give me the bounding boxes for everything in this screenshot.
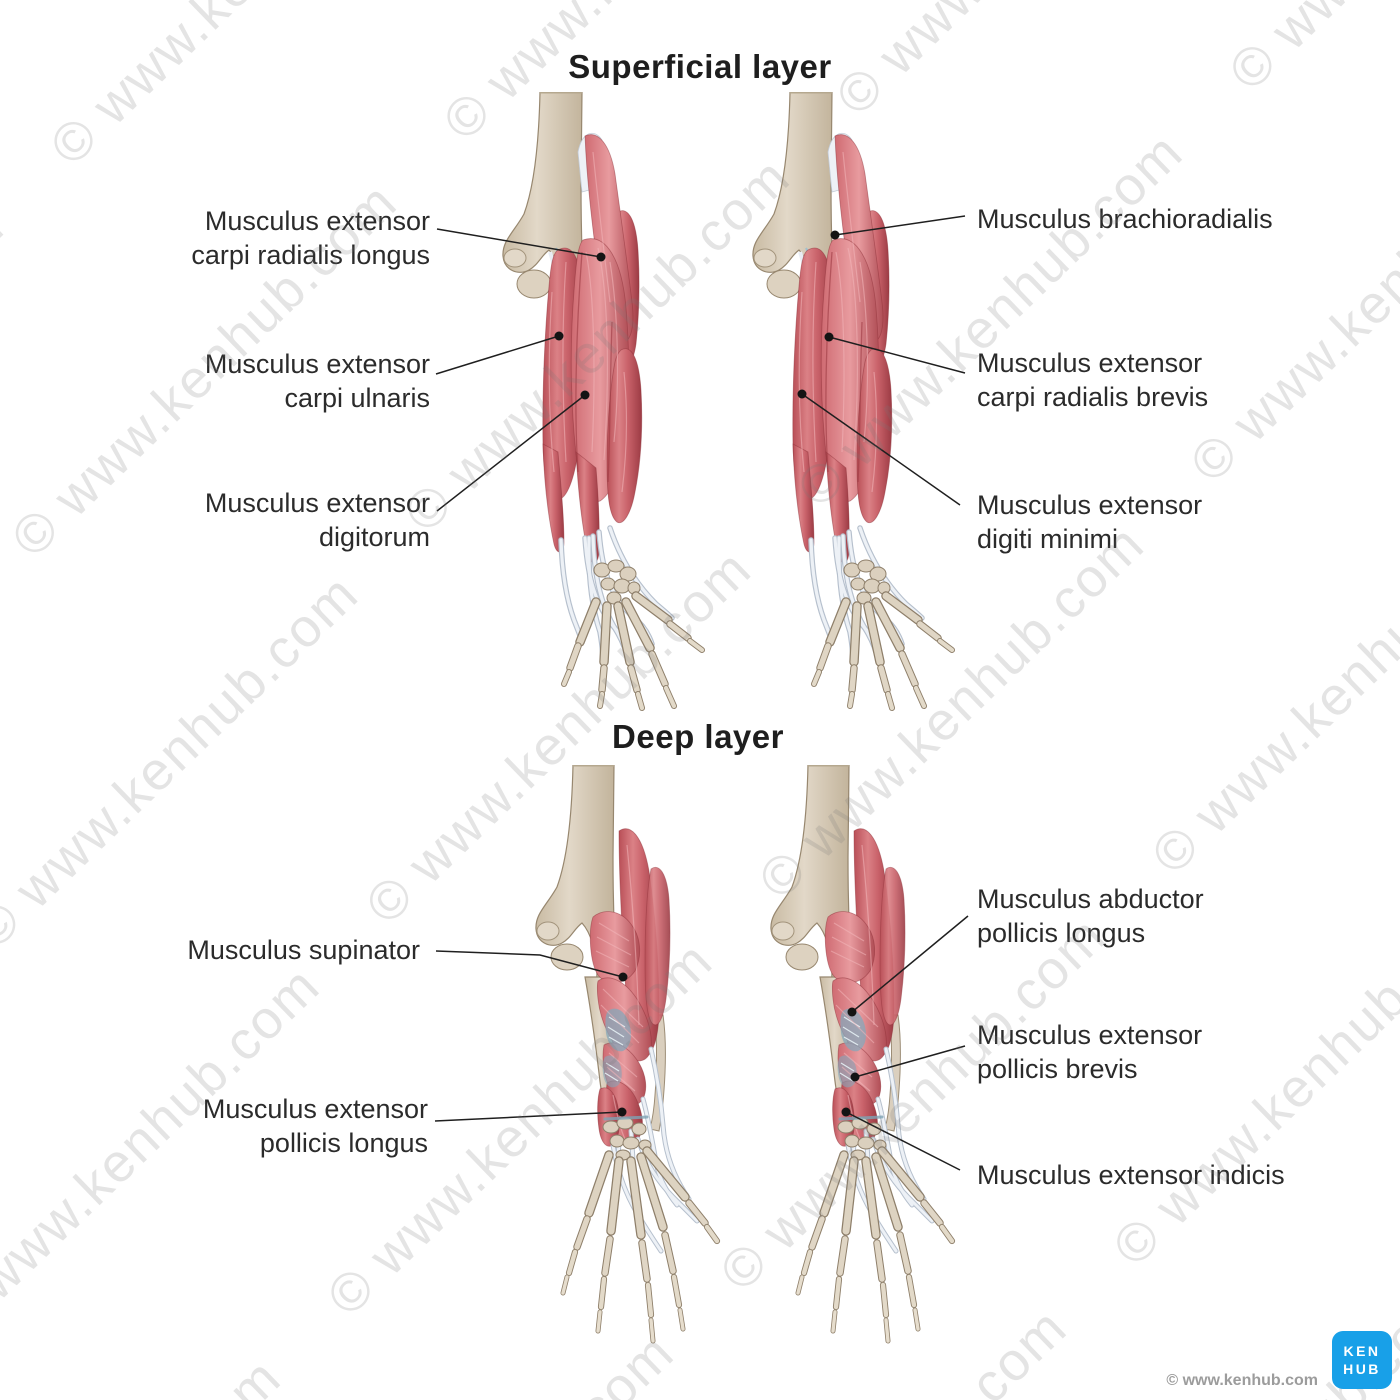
label-abductor-pollicis-longus: Musculus abductor pollicis longus bbox=[977, 884, 1204, 948]
watermark-text: © www.kenhub.com bbox=[38, 0, 448, 178]
label-extensor-carpi-radialis-longus: Musculus extensor carpi radialis longus bbox=[191, 206, 430, 270]
illustration-deep-forearm-left bbox=[505, 765, 745, 1385]
watermark-text: © www.kenhub.com bbox=[1178, 96, 1400, 494]
label-supinator: Musculus supinator bbox=[187, 935, 420, 965]
watermark-text: © www.kenhub.com bbox=[0, 0, 55, 203]
watermark-text: © www.kenhub.com bbox=[1217, 0, 1400, 103]
watermark-text: © www.kenhub.com bbox=[0, 1346, 293, 1400]
illustration-superficial-forearm-right bbox=[740, 92, 970, 712]
kenhub-logo-line2: HUB bbox=[1343, 1361, 1381, 1377]
illustration-superficial-forearm-left bbox=[490, 92, 720, 712]
footer-copyright: © www.kenhub.com bbox=[1166, 1372, 1318, 1389]
kenhub-logo-line1: KEN bbox=[1343, 1343, 1381, 1359]
watermark-text: © www.kenhub.com bbox=[0, 196, 16, 593]
watermark-text: © www.kenhub.com bbox=[0, 563, 371, 961]
section-title-superficial: Superficial layer bbox=[568, 48, 832, 85]
illustration-deep-forearm-right bbox=[740, 765, 980, 1385]
kenhub-logo: KEN HUB bbox=[1332, 1331, 1392, 1389]
label-brachioradialis: Musculus brachioradialis bbox=[977, 204, 1273, 234]
label-extensor-indicis: Musculus extensor indicis bbox=[977, 1160, 1285, 1190]
label-extensor-digitorum: Musculus extensor digitorum bbox=[204, 488, 430, 552]
label-extensor-pollicis-brevis: Musculus extensor pollicis brevis bbox=[977, 1020, 1203, 1084]
label-extensor-carpi-ulnaris: Musculus extensor carpi ulnaris bbox=[204, 349, 430, 413]
label-extensor-carpi-radialis-brevis: Musculus extensor carpi radialis brevis bbox=[977, 348, 1209, 412]
label-extensor-digiti-minimi: Musculus extensor digiti minimi bbox=[977, 490, 1203, 554]
section-title-deep: Deep layer bbox=[612, 718, 784, 755]
label-extensor-pollicis-longus: Musculus extensor pollicis longus bbox=[202, 1094, 428, 1158]
